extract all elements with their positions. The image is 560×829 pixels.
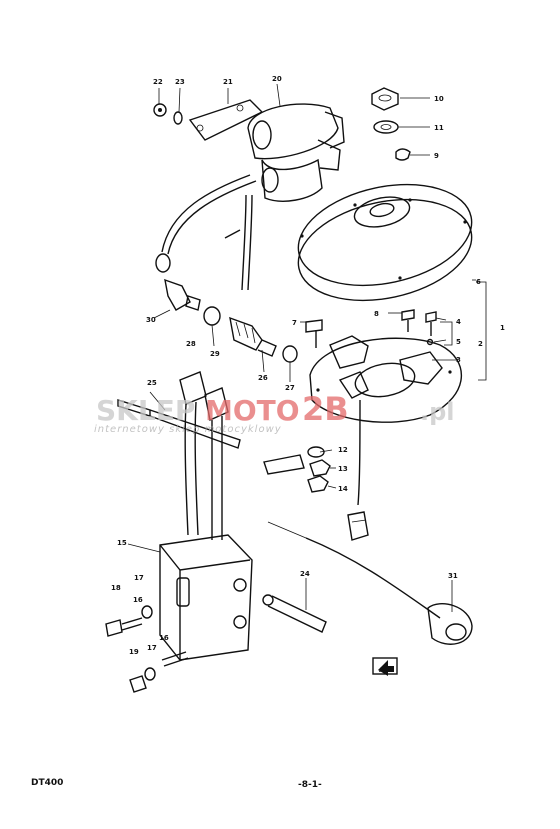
callout-8: 8 [374, 310, 379, 318]
callout-16-lower: 16 [159, 634, 169, 642]
callout-3: 3 [456, 356, 461, 364]
model-code: DT400 [31, 778, 64, 788]
watermark-brand-left: SKLEP [96, 394, 195, 427]
callout-17-lower: 17 [147, 644, 157, 652]
screws-stator [305, 309, 437, 348]
watermark-tagline: internetowy sklep motocyklowy [94, 424, 282, 435]
flywheel [297, 183, 473, 302]
watermark-brand-right: MOTO [205, 394, 300, 427]
callout-5: 5 [456, 338, 461, 346]
callout-15: 15 [117, 539, 127, 547]
callout-19: 19 [129, 648, 139, 656]
callout-11: 11 [434, 124, 444, 132]
leader-lines [127, 83, 476, 612]
callout-29: 29 [210, 350, 220, 358]
ignition-coil [161, 99, 345, 291]
plug-cap [155, 253, 221, 326]
washer-11 [373, 120, 399, 134]
ground-lead-24 [262, 594, 327, 633]
lead-clamp-12 [263, 446, 325, 475]
callout-31: 31 [448, 572, 458, 580]
cdi-unit-15 [159, 534, 253, 661]
callout-18: 18 [111, 584, 121, 592]
callout-13: 13 [338, 465, 348, 473]
callout-24: 24 [300, 570, 310, 578]
washer-23 [173, 111, 183, 125]
callout-7: 7 [292, 319, 297, 327]
callout-labels: 22 23 21 20 10 11 9 6 1 2 4 5 3 8 7 12 1… [111, 75, 505, 656]
callout-16: 16 [133, 596, 143, 604]
nut-22 [153, 103, 167, 117]
wire-harness-25 [117, 371, 241, 540]
flywheel-nut-10 [371, 87, 399, 111]
watermark: SKLEP MOTO 2B .pl internetowy sklep moto… [94, 390, 455, 435]
stop-switch-31 [267, 521, 473, 645]
nut-14 [307, 475, 329, 493]
callout-10: 10 [434, 95, 444, 103]
front-arrow-mark: A [372, 657, 398, 676]
callout-22: 22 [153, 78, 163, 86]
stator-plate [309, 335, 463, 541]
callout-12: 12 [338, 446, 348, 454]
callout-28: 28 [186, 340, 196, 348]
callout-26: 26 [258, 374, 268, 382]
callout-23: 23 [175, 78, 185, 86]
callout-2: 2 [478, 340, 483, 348]
spark-plug [229, 316, 298, 363]
callout-14: 14 [338, 485, 348, 493]
callout-1: 1 [500, 324, 505, 332]
page-number: -8-1- [298, 780, 322, 790]
callout-4: 4 [456, 318, 461, 326]
bolts-16-19 [105, 605, 189, 693]
front-mark-label: A [379, 666, 385, 674]
callout-30: 30 [146, 316, 156, 324]
key-9 [395, 148, 411, 161]
callout-9: 9 [434, 152, 439, 160]
callout-27: 27 [285, 384, 295, 392]
callout-6: 6 [476, 278, 481, 286]
callout-20: 20 [272, 75, 282, 83]
watermark-brand-suffix: 2B [302, 390, 349, 428]
watermark-tld: .pl [420, 398, 455, 426]
nut-13 [309, 459, 331, 477]
callout-17: 17 [134, 574, 144, 582]
callout-25: 25 [147, 379, 157, 387]
callout-21: 21 [223, 78, 233, 86]
